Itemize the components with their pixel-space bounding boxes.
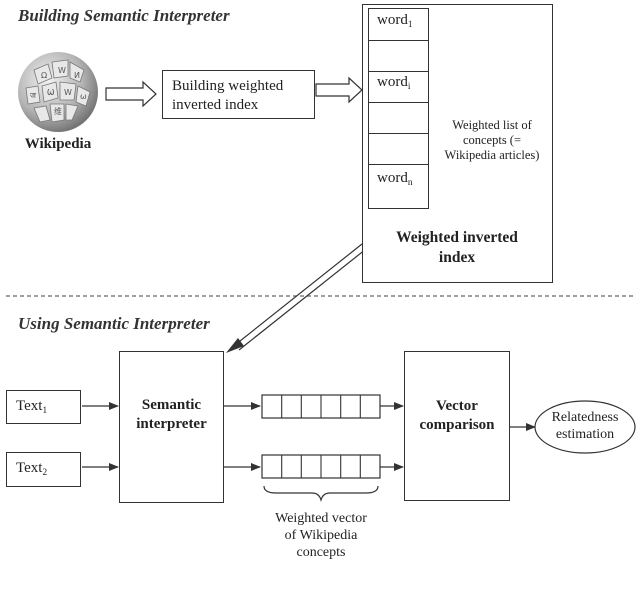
vector-brace xyxy=(263,485,379,503)
svg-text:W: W xyxy=(58,66,66,75)
relatedness-label: Relatedness estimation xyxy=(551,410,619,442)
svg-text:W: W xyxy=(64,88,72,97)
text2-label: Text2 xyxy=(16,460,48,478)
word-cell-n: wordn xyxy=(377,170,413,188)
word-column xyxy=(368,8,429,209)
vector-comparison-box: Vector comparison xyxy=(404,351,510,501)
semantic-interpreter-box: Semantic interpreter xyxy=(119,351,224,503)
svg-text:维: 维 xyxy=(54,106,62,116)
concept-vector-2 xyxy=(261,454,381,479)
word-cell-i: wordi xyxy=(377,74,411,92)
svg-text:ω: ω xyxy=(80,92,87,101)
semantic-interpreter-label: Semantic interpreter xyxy=(136,397,207,432)
svg-text:И: И xyxy=(74,71,80,80)
section-title-using: Using Semantic Interpreter xyxy=(18,314,210,333)
relatedness-ellipse xyxy=(534,400,636,454)
word-cell-1: word1 xyxy=(377,12,413,30)
wikipedia-label: Wikipedia xyxy=(24,136,92,152)
text2-box: Text2 xyxy=(6,452,81,487)
text1-box: Text1 xyxy=(6,390,81,424)
vector-label: Weighted vector of Wikipedia concepts xyxy=(275,511,367,560)
section-title-building: Building Semantic Interpreter xyxy=(18,6,230,25)
block-arrow-build-to-index xyxy=(315,76,363,104)
svg-text:ज: ज xyxy=(30,91,37,100)
build-index-label: Building weighted inverted index xyxy=(172,78,284,113)
wikipedia-globe-icon: Ω W И ज Ѡ W ω 维 xyxy=(18,52,98,132)
concept-vector-1 xyxy=(261,394,381,419)
svg-text:Ѡ: Ѡ xyxy=(47,88,55,97)
vector-comparison-label: Vector comparison xyxy=(419,398,495,433)
concept-list-label: Weighted list of concepts (= Wikipedia a… xyxy=(444,118,540,162)
svg-text:Ω: Ω xyxy=(41,71,47,80)
index-to-interpreter-arrow xyxy=(226,243,367,353)
build-index-box: Building weighted inverted index xyxy=(162,70,315,119)
text1-label: Text1 xyxy=(16,398,48,416)
block-arrow-wiki-to-build xyxy=(105,80,157,108)
inverted-index-title: Weighted inverted index xyxy=(396,229,518,266)
